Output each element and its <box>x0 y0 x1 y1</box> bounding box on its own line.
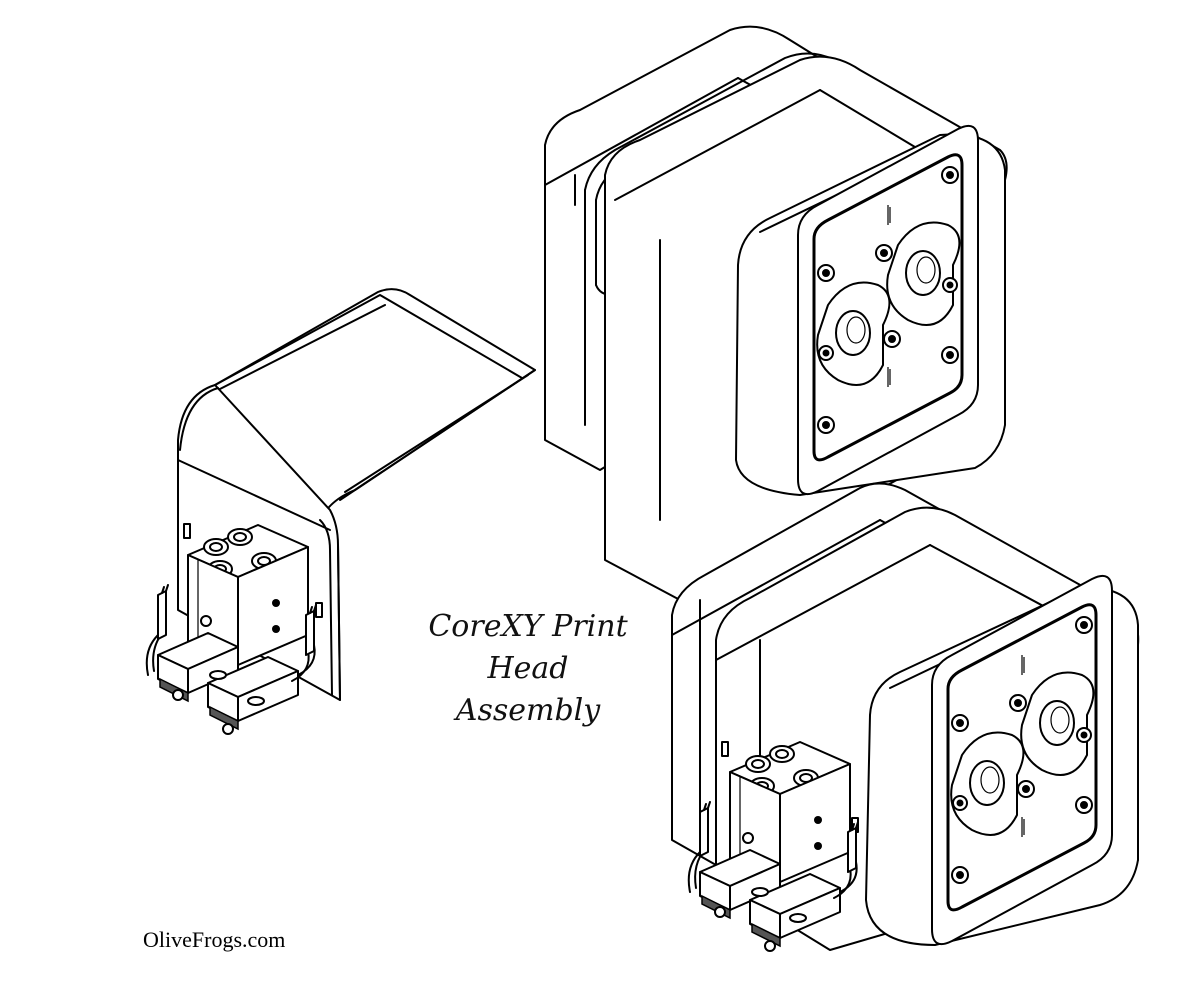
caption-line-2: Head <box>486 651 568 686</box>
caption: CoreXY Print Head Assembly <box>428 609 628 728</box>
combined-assembly <box>671 482 1140 952</box>
caption-line-3: Assembly <box>453 693 601 728</box>
caption-line-1: CoreXY Print <box>428 609 628 644</box>
bracket-with-hotends <box>145 288 536 735</box>
brand-watermark: OliveFrogs.com <box>143 927 285 952</box>
motor-assembly <box>544 25 1008 601</box>
